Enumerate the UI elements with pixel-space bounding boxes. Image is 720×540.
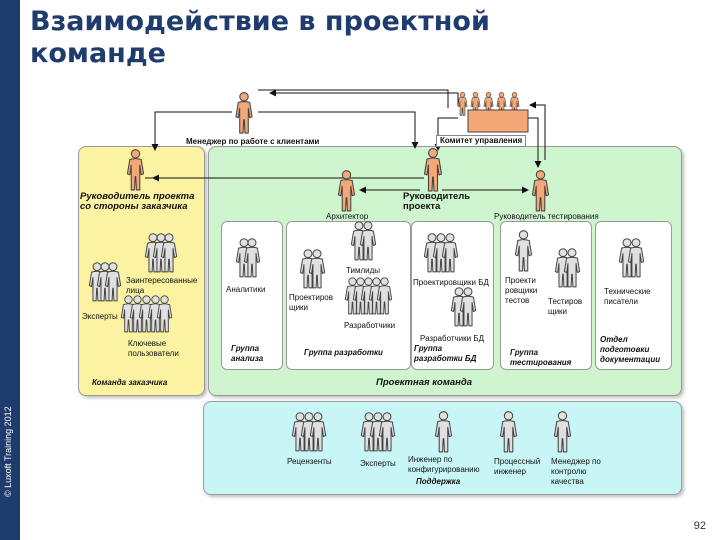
- process-engineer-label: Процессный инженер: [494, 457, 540, 477]
- testing-group-line-2: тестирования: [510, 358, 572, 367]
- testing-group-label: Группа тестирования: [510, 348, 571, 368]
- committee-label: Комитет управления: [436, 135, 527, 147]
- reviewers-label: Рецензенты: [287, 457, 332, 466]
- development-group-label: Группа разработки: [304, 348, 383, 357]
- customer-pm-label: Руководитель проекта со стороны заказчик…: [80, 192, 194, 212]
- pm-line-1: Руководитель: [403, 191, 471, 202]
- stakeholders-line-2: лица: [126, 286, 145, 295]
- qa-manager-person-icon: [553, 411, 572, 453]
- config-engineer-label: Инженер по конфигурированию: [408, 455, 480, 475]
- customer-pm-line-1: Руководитель проекта: [80, 191, 195, 202]
- title-line-1: Взаимодействие в проектной: [30, 6, 490, 37]
- qa-manager-line-2: контролю: [551, 467, 587, 476]
- tech-writers-line-1: Технические: [604, 287, 651, 296]
- analysis-group-label: Группа анализа: [231, 344, 263, 364]
- testing-group-line-1: Группа: [510, 348, 539, 357]
- committee-member-person-icon: [457, 92, 468, 116]
- test-lead-label: Руководитель тестирования: [494, 212, 599, 221]
- customer-pm-line-2: со стороны заказчика: [80, 201, 188, 212]
- test-designers-line-3: тестов: [505, 296, 530, 305]
- designers-line-2: щики: [289, 303, 309, 312]
- client-manager-label: Менеджер по работе с клиентами: [186, 137, 320, 146]
- developers-label: Разработчики: [344, 321, 396, 330]
- db-group-line-1: Группа: [414, 344, 443, 353]
- process-engineer-person-icon: [499, 411, 518, 453]
- qa-manager-label: Менеджер по контролю качества: [551, 457, 601, 487]
- config-engineer-line-2: конфигурированию: [408, 465, 480, 474]
- stakeholders-label: Заинтересованные лица: [126, 276, 197, 296]
- qa-manager-line-1: Менеджер по: [551, 457, 601, 466]
- config-engineer-line-1: Инженер по: [408, 455, 453, 464]
- customer-team-zone: [78, 146, 205, 396]
- db-designers-label: Проектировщики БД: [413, 278, 489, 287]
- architect-person-icon: [337, 170, 356, 212]
- tech-writers-label: Технические писатели: [604, 287, 651, 307]
- page-number: 92: [693, 520, 706, 532]
- project-manager-person-icon: [423, 148, 443, 192]
- sidebar-stripe: © Luxoft Training 2012: [0, 0, 20, 540]
- project-team-label: Проектная команда: [376, 377, 473, 388]
- stakeholders-line-1: Заинтересованные: [126, 276, 198, 285]
- testers-line-2: щики: [548, 307, 568, 316]
- page-title: Взаимодействие в проектной команде: [30, 6, 490, 70]
- designers-label: Проектиров щики: [289, 293, 333, 313]
- test-designers-label: Проекти ровщики тестов: [505, 276, 537, 306]
- customer-team-label: Команда заказчика: [92, 378, 168, 387]
- experts-label: Эксперты: [82, 312, 118, 321]
- test-designers-line-1: Проекти: [505, 276, 536, 285]
- architect-label: Архитектор: [326, 212, 369, 221]
- key-users-line-2: пользователи: [128, 349, 179, 358]
- db-group-line-2: разработки БД: [414, 354, 477, 363]
- support-label: Поддержка: [416, 477, 461, 486]
- documentation-group-line-1: Отдел: [600, 335, 628, 344]
- documentation-group-line-2: подготовки: [600, 345, 650, 354]
- db-group-label: Группа разработки БД: [414, 344, 476, 364]
- db-developers-label: Разработчики БД: [420, 334, 485, 343]
- support-experts-label: Эксперты: [360, 459, 396, 468]
- process-engineer-line-2: инженер: [494, 467, 527, 476]
- key-users-line-1: Ключевые: [128, 339, 167, 348]
- tech-writers-line-2: писатели: [604, 297, 638, 306]
- project-manager-label: Руководитель проекта: [403, 192, 470, 212]
- analysis-group-line-1: Группа: [231, 344, 260, 353]
- analysis-group-line-2: анализа: [231, 354, 264, 363]
- teamleads-label: Тимлиды: [346, 266, 381, 275]
- title-line-2: команде: [30, 38, 166, 69]
- testers-line-1: Тестиров: [548, 297, 583, 306]
- test-designers-line-2: ровщики: [505, 286, 538, 295]
- process-engineer-line-1: Процессный: [494, 457, 541, 466]
- designers-line-1: Проектиров: [289, 293, 333, 302]
- test-designer-person-icon: [514, 230, 533, 272]
- qa-manager-line-3: качества: [551, 477, 584, 486]
- pm-line-2: проекта: [403, 201, 441, 212]
- documentation-group-label: Отдел подготовки документации: [600, 335, 660, 365]
- committee-table: [467, 109, 529, 133]
- customer-pm-person-icon: [126, 149, 145, 191]
- test-lead-person-icon: [531, 170, 550, 212]
- documentation-group-line-3: документации: [600, 355, 661, 364]
- config-engineer-person-icon: [434, 411, 453, 453]
- analysts-label: Аналитики: [226, 285, 266, 294]
- testing-group-box: [500, 221, 592, 370]
- testers-label: Тестиров щики: [548, 297, 582, 317]
- client-manager-person-icon: [235, 92, 253, 134]
- key-users-label: Ключевые пользователи: [128, 339, 179, 359]
